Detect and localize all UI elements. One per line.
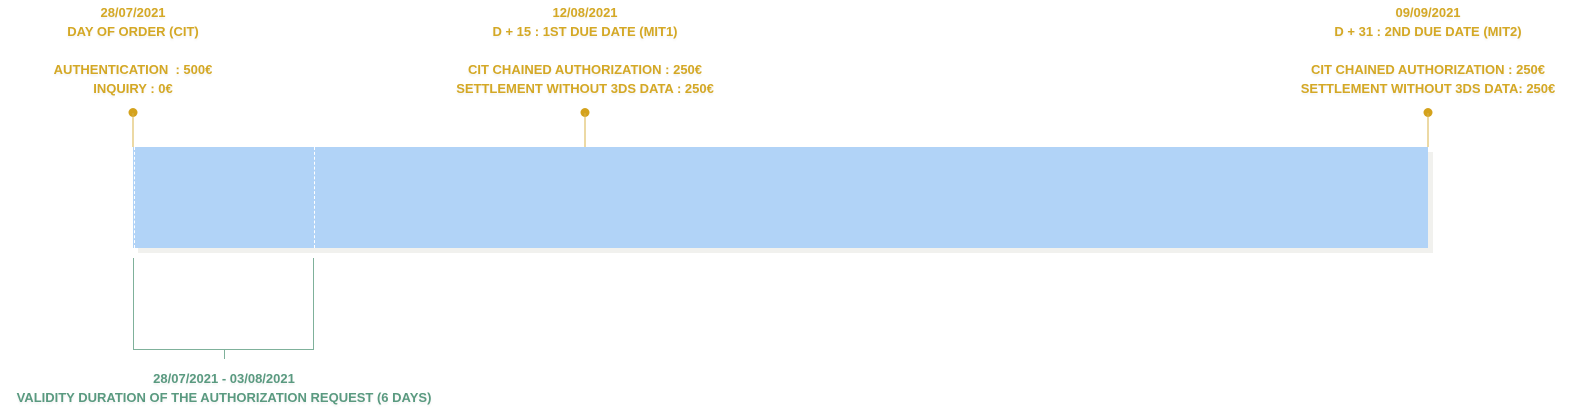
milestone-title: DAY OF ORDER (CIT) (67, 24, 199, 39)
validity-description: VALIDITY DURATION OF THE AUTHORIZATION R… (16, 390, 432, 405)
validity-start-divider (134, 147, 135, 248)
timeline-bar (133, 147, 1428, 248)
milestone-second-due-date: 09/09/2021 D + 31 : 2ND DUE DATE (MIT2) … (1301, 3, 1555, 98)
milestone-detail-2: INQUIRY : 0€ (93, 81, 173, 96)
validity-end-divider (314, 147, 315, 248)
milestone-marker-icon (580, 108, 590, 117)
milestone-first-due-date: 12/08/2021 D + 15 : 1ST DUE DATE (MIT1) … (456, 3, 714, 98)
milestone-marker-icon (1423, 108, 1433, 117)
validity-bracket (133, 258, 314, 350)
milestone-day-of-order: 28/07/2021 DAY OF ORDER (CIT) AUTHENTICA… (54, 3, 213, 98)
validity-bracket-tick (224, 350, 225, 359)
milestone-date: 28/07/2021 (100, 5, 166, 20)
milestone-marker-icon (128, 108, 138, 117)
validity-label: 28/07/2021 - 03/08/2021 VALIDITY DURATIO… (17, 369, 432, 407)
milestone-detail-1: AUTHENTICATION : 500€ (53, 62, 213, 77)
milestone-detail-1: CIT CHAINED AUTHORIZATION : 250€ (467, 62, 703, 77)
milestone-detail-2: SETTLEMENT WITHOUT 3DS DATA : 250€ (456, 81, 714, 96)
milestone-stem (584, 113, 586, 147)
milestone-detail-1: CIT CHAINED AUTHORIZATION : 250€ (1310, 62, 1546, 77)
milestone-stem (1427, 113, 1429, 147)
milestone-date: 09/09/2021 (1395, 5, 1461, 20)
milestone-detail-2: SETTLEMENT WITHOUT 3DS DATA: 250€ (1300, 81, 1556, 96)
milestone-title: D + 31 : 2ND DUE DATE (MIT2) (1334, 24, 1522, 39)
milestone-stem (132, 113, 134, 147)
milestone-date: 12/08/2021 (552, 5, 618, 20)
milestone-title: D + 15 : 1ST DUE DATE (MIT1) (492, 24, 678, 39)
validity-range: 28/07/2021 - 03/08/2021 (153, 371, 295, 386)
